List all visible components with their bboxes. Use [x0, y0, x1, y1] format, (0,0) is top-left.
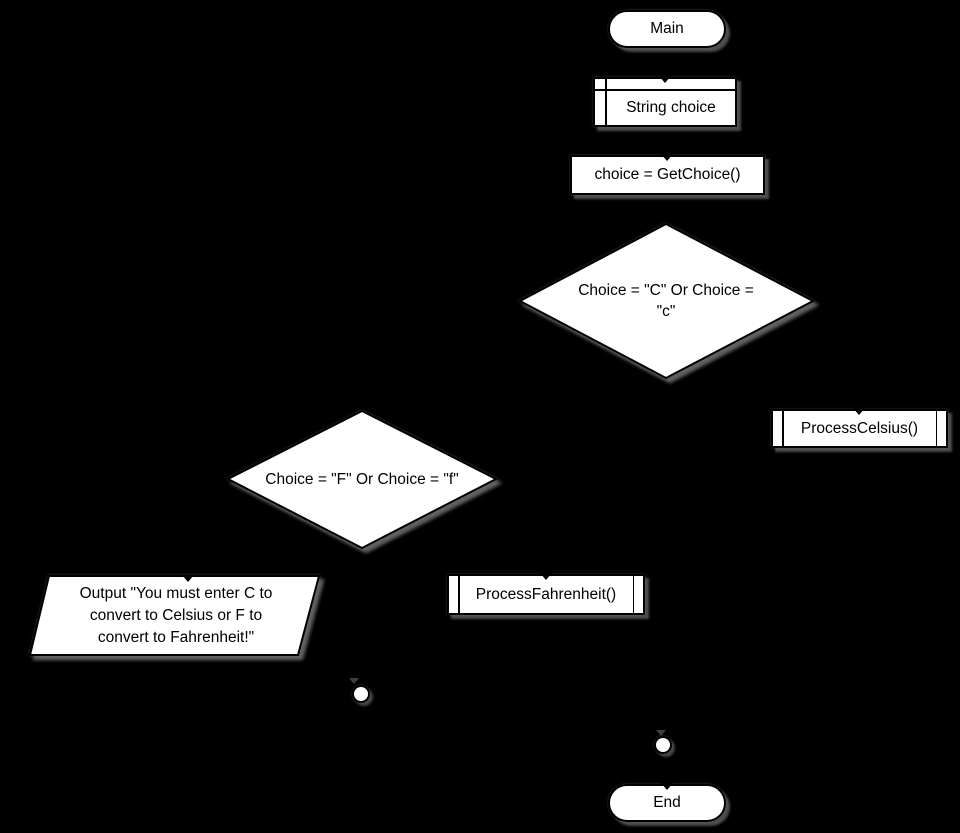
predefined-process-fahrenheit: ProcessFahrenheit(): [447, 574, 645, 615]
arrowhead-icon: [182, 575, 194, 582]
internal-storage-top-line: [595, 89, 735, 91]
predef-right-bar: [935, 411, 937, 446]
process-celsius-label: ProcessCelsius(): [800, 419, 919, 437]
predef-left-bar: [782, 411, 784, 446]
arrowhead-icon: [661, 783, 673, 790]
diamond-icon: [225, 409, 499, 550]
predef-left-bar: [458, 576, 460, 613]
connector-circle-2: [654, 736, 672, 754]
declaration-shape: String choice: [593, 77, 737, 127]
predef-right-bar: [632, 576, 634, 613]
process-fahrenheit-label: ProcessFahrenheit(): [475, 585, 617, 603]
output-parallelogram: Output "You must enter C to convert to C…: [28, 574, 324, 658]
decision-choice-c-diamond: Choice = "C" Or Choice = "c": [516, 222, 816, 380]
decision-choice-f-diamond: Choice = "F" Or Choice = "f": [225, 409, 499, 550]
arrowhead-shadow-icon: [656, 730, 666, 736]
assignment-process: choice = GetChoice(): [570, 155, 765, 195]
arrowhead-icon: [661, 154, 673, 161]
arrowhead-shadow-icon: [349, 678, 359, 684]
internal-storage-left-line: [605, 79, 607, 125]
diamond-icon: [517, 222, 816, 380]
parallelogram-icon: [28, 575, 321, 656]
assignment-label: choice = GetChoice(): [594, 166, 741, 183]
arrowhead-icon: [540, 573, 552, 580]
connector-circle-1: [352, 685, 370, 703]
decision-choice-c-label: Choice = "C" Or Choice = "c": [578, 282, 754, 320]
end-terminator-label: End: [653, 794, 681, 811]
arrowhead-icon: [853, 408, 865, 415]
declaration-label: String choice: [626, 98, 716, 116]
start-terminator-label: Main: [650, 20, 684, 37]
start-terminator: Main: [608, 10, 726, 48]
arrowhead-icon: [659, 76, 671, 83]
decision-choice-f-label: Choice = "F" Or Choice = "f": [265, 471, 459, 488]
output-error-label: Output "You must enter C to convert to C…: [79, 585, 273, 646]
